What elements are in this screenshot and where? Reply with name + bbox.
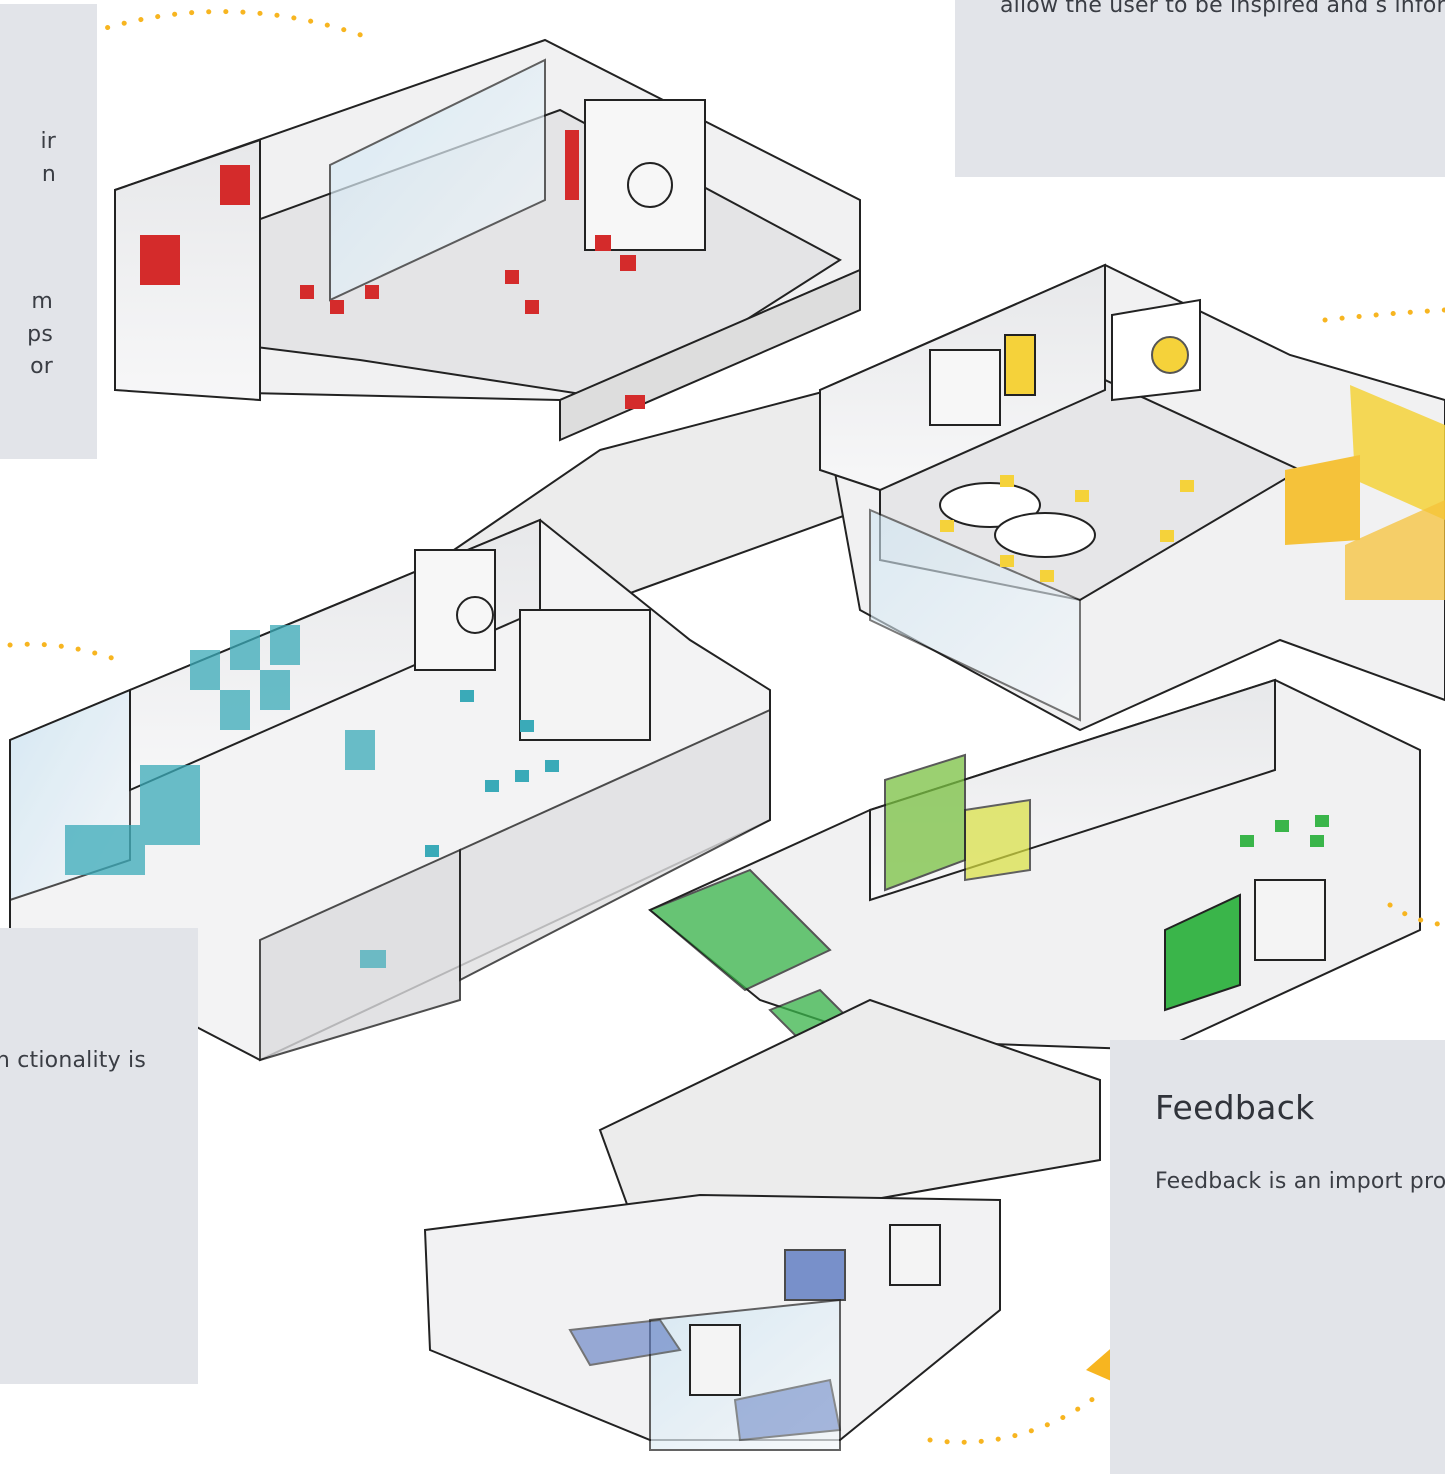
panel-text-top-left-1: ir n <box>40 129 56 187</box>
teal-zone-panels <box>65 625 375 875</box>
teal-zone-chairs <box>360 690 559 968</box>
yellow-zone-chairs <box>940 475 1194 582</box>
panel-title-feedback: Feedback <box>1155 1088 1315 1127</box>
info-panel-feedback: Feedback Feedback is an import process a… <box>1110 1040 1445 1474</box>
panel-text-feedback: Feedback is an import process and can be… <box>1155 1169 1445 1194</box>
panel-text-top-left-2: m ps or <box>27 289 53 379</box>
info-panel-top-right: allow the user to be inspired and s info… <box>955 0 1445 177</box>
info-panel-bottom-left: nt ways to reate the l as areas mmersion… <box>0 928 198 1384</box>
yellow-zone-room <box>818 263 1445 732</box>
red-zone-room <box>114 38 861 442</box>
red-zone-chairs <box>300 235 645 409</box>
accent-dotted-paths <box>7 9 1445 1445</box>
panel-text-top-right: allow the user to be inspired and s info… <box>1000 0 1445 18</box>
panel-text-bottom-left: nt ways to reate the l as areas mmersion… <box>0 1048 146 1073</box>
blue-zone-room <box>423 1193 1001 1451</box>
green-zone-room <box>648 678 1421 1057</box>
info-panel-top-left: ir n m ps or <box>0 4 97 459</box>
yellow-zone-tables <box>939 482 1096 558</box>
